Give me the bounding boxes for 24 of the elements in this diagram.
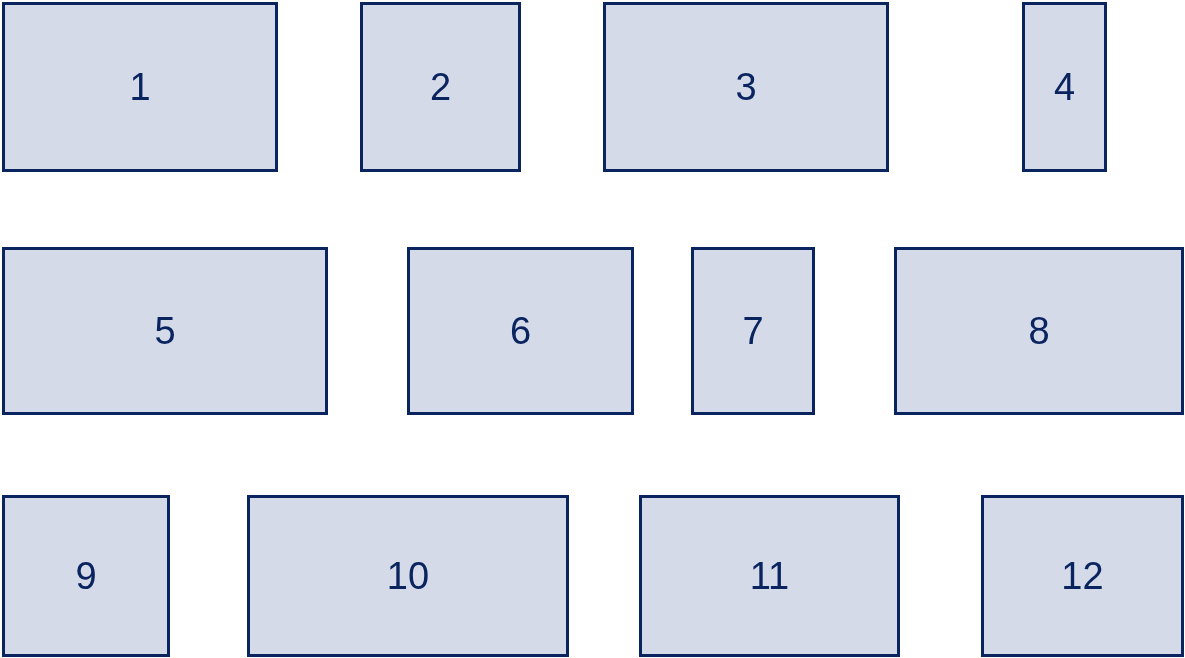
box-number: 12 (1061, 554, 1104, 598)
box-number: 11 (749, 554, 790, 598)
numbered-box (639, 495, 900, 657)
numbered-box (360, 2, 521, 172)
box-number: 8 (1028, 309, 1050, 353)
box-number: 3 (735, 65, 757, 109)
box-number: 6 (509, 309, 532, 353)
numbered-box (603, 2, 889, 172)
box-number: 4 (1053, 65, 1076, 109)
box-number: 5 (154, 309, 176, 353)
numbered-box (1022, 2, 1107, 172)
numbered-box (981, 495, 1184, 657)
box-number: 1 (129, 65, 151, 109)
numbered-box (2, 2, 278, 172)
box-number: 9 (75, 554, 97, 598)
numbered-box (407, 247, 634, 415)
numbered-box (2, 247, 328, 415)
box-number: 2 (429, 65, 452, 109)
numbered-box (894, 247, 1184, 415)
numbered-box (247, 495, 569, 657)
numbered-box (2, 495, 170, 657)
numbered-box (691, 247, 815, 415)
box-number: 7 (742, 309, 764, 353)
box-number: 10 (386, 554, 430, 598)
